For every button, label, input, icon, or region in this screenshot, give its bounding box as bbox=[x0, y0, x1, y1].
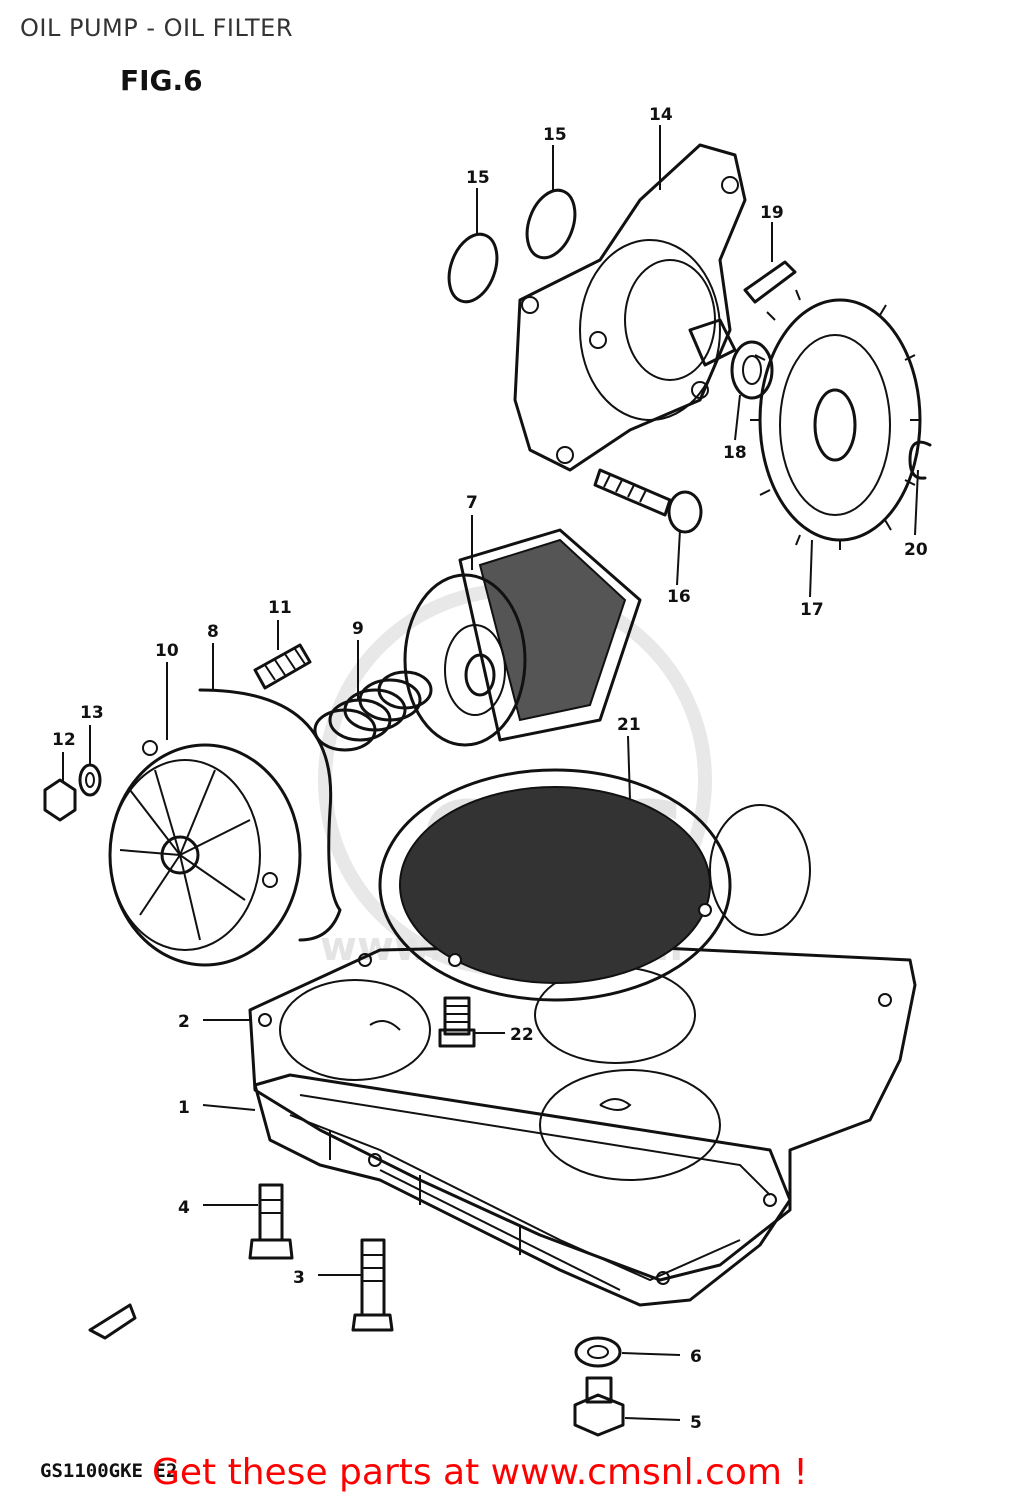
callout-20: 20 bbox=[904, 540, 928, 560]
callout-15a: 15 bbox=[543, 125, 567, 145]
callout-12: 12 bbox=[52, 730, 76, 750]
pump-washer bbox=[730, 340, 774, 400]
dowel-pin bbox=[743, 260, 797, 304]
callouts: 1 2 3 4 5 6 7 8 9 10 11 12 13 14 15 15 1… bbox=[52, 105, 928, 1433]
callout-21: 21 bbox=[617, 715, 641, 735]
oil-filter-element bbox=[403, 528, 642, 747]
pump-drive-gear bbox=[750, 289, 922, 550]
drain-washer bbox=[574, 1336, 622, 1368]
figure-label: FIG.6 bbox=[120, 64, 203, 97]
front-arrow-icon bbox=[88, 1303, 137, 1340]
model-code: GS1100GKE E2 bbox=[40, 1460, 178, 1482]
gear-circlip bbox=[908, 440, 932, 480]
oil-pan bbox=[253, 1073, 792, 1307]
callout-5: 5 bbox=[690, 1413, 702, 1433]
callout-9: 9 bbox=[352, 619, 364, 639]
stud-bolt bbox=[253, 643, 312, 690]
callout-18: 18 bbox=[723, 443, 747, 463]
callout-7: 7 bbox=[466, 493, 478, 513]
pan-bolt-short bbox=[248, 1183, 294, 1260]
callout-19: 19 bbox=[760, 203, 784, 223]
pump-screw bbox=[593, 468, 703, 534]
promo-link[interactable]: Get these parts at www.cmsnl.com ! bbox=[152, 1452, 808, 1493]
oil-pump-body bbox=[513, 143, 747, 472]
callout-17: 17 bbox=[800, 600, 824, 620]
cap-nut bbox=[43, 778, 77, 822]
callout-10: 10 bbox=[155, 641, 179, 661]
oil-strainer bbox=[378, 768, 732, 1002]
callout-4: 4 bbox=[178, 1198, 190, 1218]
callout-13: 13 bbox=[80, 703, 104, 723]
page-title: OIL PUMP - OIL FILTER bbox=[20, 14, 294, 42]
callout-3: 3 bbox=[293, 1268, 305, 1288]
cap-o-ring bbox=[198, 688, 342, 942]
callout-15b: 15 bbox=[466, 168, 490, 188]
callout-22: 22 bbox=[510, 1025, 534, 1045]
baffle-plates bbox=[279, 804, 811, 1181]
callout-1: 1 bbox=[178, 1098, 190, 1118]
callout-6: 6 bbox=[690, 1347, 702, 1367]
leader-lines bbox=[62, 125, 919, 1421]
filter-cap bbox=[108, 740, 302, 967]
pan-gasket bbox=[248, 943, 917, 1285]
callout-16: 16 bbox=[667, 587, 691, 607]
drain-plug bbox=[573, 1376, 625, 1437]
filter-spring bbox=[313, 670, 433, 752]
callout-14: 14 bbox=[649, 105, 673, 125]
strainer-bolt bbox=[438, 996, 476, 1048]
callout-2: 2 bbox=[178, 1012, 190, 1032]
callout-11: 11 bbox=[268, 598, 292, 618]
callout-8: 8 bbox=[207, 622, 219, 642]
cap-washer bbox=[78, 763, 102, 797]
pump-o-rings bbox=[447, 188, 577, 304]
pan-bolt-long bbox=[351, 1238, 394, 1332]
